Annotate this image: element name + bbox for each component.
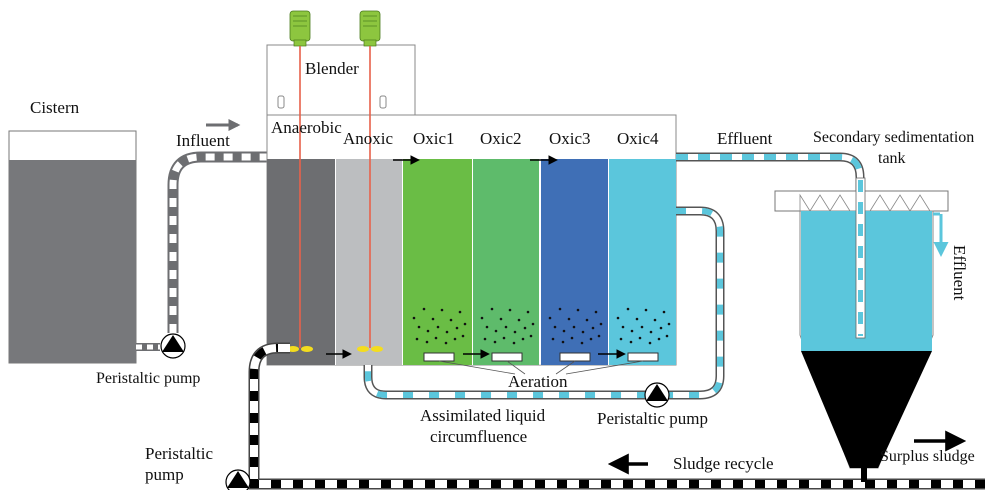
aerator-2 xyxy=(491,352,523,362)
oxic2-tank xyxy=(473,159,539,365)
sludge-recycle-label: Sludge recycle xyxy=(673,454,774,473)
oxic1-label: Oxic1 xyxy=(413,129,455,148)
assimilated-label-line2: circumfluence xyxy=(430,427,527,446)
aeration-fan-lines xyxy=(438,360,644,375)
aerator-3 xyxy=(559,352,591,362)
effluent-side-label: Effluent xyxy=(950,245,969,301)
blender-label: Blender xyxy=(305,59,359,78)
settled-sludge xyxy=(801,351,932,468)
cistern xyxy=(8,130,137,364)
blender-housing xyxy=(266,44,416,116)
anaerobic-tank xyxy=(267,159,335,365)
effluent-pipe xyxy=(676,152,865,325)
secondary-label-line1: Secondary sedimentation xyxy=(813,129,974,146)
secondary-sedimentation-tank xyxy=(774,177,949,469)
secondary-label-line2: tank xyxy=(878,150,906,167)
peristaltic-pump-left xyxy=(160,333,186,359)
stirrer-2 xyxy=(357,46,383,352)
aerator-1 xyxy=(423,352,455,362)
peristaltic-pump-mid-label: Peristaltic pump xyxy=(597,409,708,428)
settler-water xyxy=(801,211,932,351)
peristaltic-bottom-label-line1: Peristaltic xyxy=(145,444,213,463)
stirrer-1 xyxy=(287,46,313,352)
aerator-4 xyxy=(627,352,659,362)
influent-label: Influent xyxy=(176,131,230,150)
anoxic-tank xyxy=(336,159,402,365)
effluent-top-label: Effluent xyxy=(717,129,773,148)
surplus-sludge-label: Surplus sludge xyxy=(880,448,975,465)
aeration-label: Aeration xyxy=(508,372,568,391)
bubbles-oxic4 xyxy=(616,307,671,345)
flow-arrows xyxy=(326,155,626,359)
anaerobic-label: Anaerobic xyxy=(271,118,342,137)
peristaltic-pump-bottom xyxy=(225,469,251,490)
cistern-water xyxy=(9,160,136,363)
aeration-bubbles xyxy=(412,307,671,345)
sludge-recycle-pipe xyxy=(248,342,985,490)
motor-1 xyxy=(289,10,311,47)
assimilated-label-line1: Assimilated liquid xyxy=(420,406,546,425)
bubbles-oxic1 xyxy=(412,307,467,345)
oxic3-tank xyxy=(541,159,608,365)
peristaltic-pump-left-label: Peristaltic pump xyxy=(96,370,200,387)
cistern-label: Cistern xyxy=(30,98,80,117)
bubbles-oxic3 xyxy=(548,307,603,345)
oxic2-label: Oxic2 xyxy=(480,129,522,148)
bubbles-oxic2 xyxy=(480,307,535,345)
peristaltic-bottom-label-line2: pump xyxy=(145,465,184,484)
peristaltic-pump-mid xyxy=(644,382,670,408)
circumfluence-pipe xyxy=(363,206,725,400)
influent-pipe xyxy=(136,151,268,351)
motor-2 xyxy=(359,10,381,47)
side-effluent-arrow xyxy=(933,212,949,257)
anoxic-label: Anoxic xyxy=(343,129,394,148)
oxic1-tank xyxy=(403,159,472,365)
oxic3-label: Oxic3 xyxy=(549,129,591,148)
oxic4-tank xyxy=(609,159,676,365)
oxic4-label: Oxic4 xyxy=(617,129,659,148)
